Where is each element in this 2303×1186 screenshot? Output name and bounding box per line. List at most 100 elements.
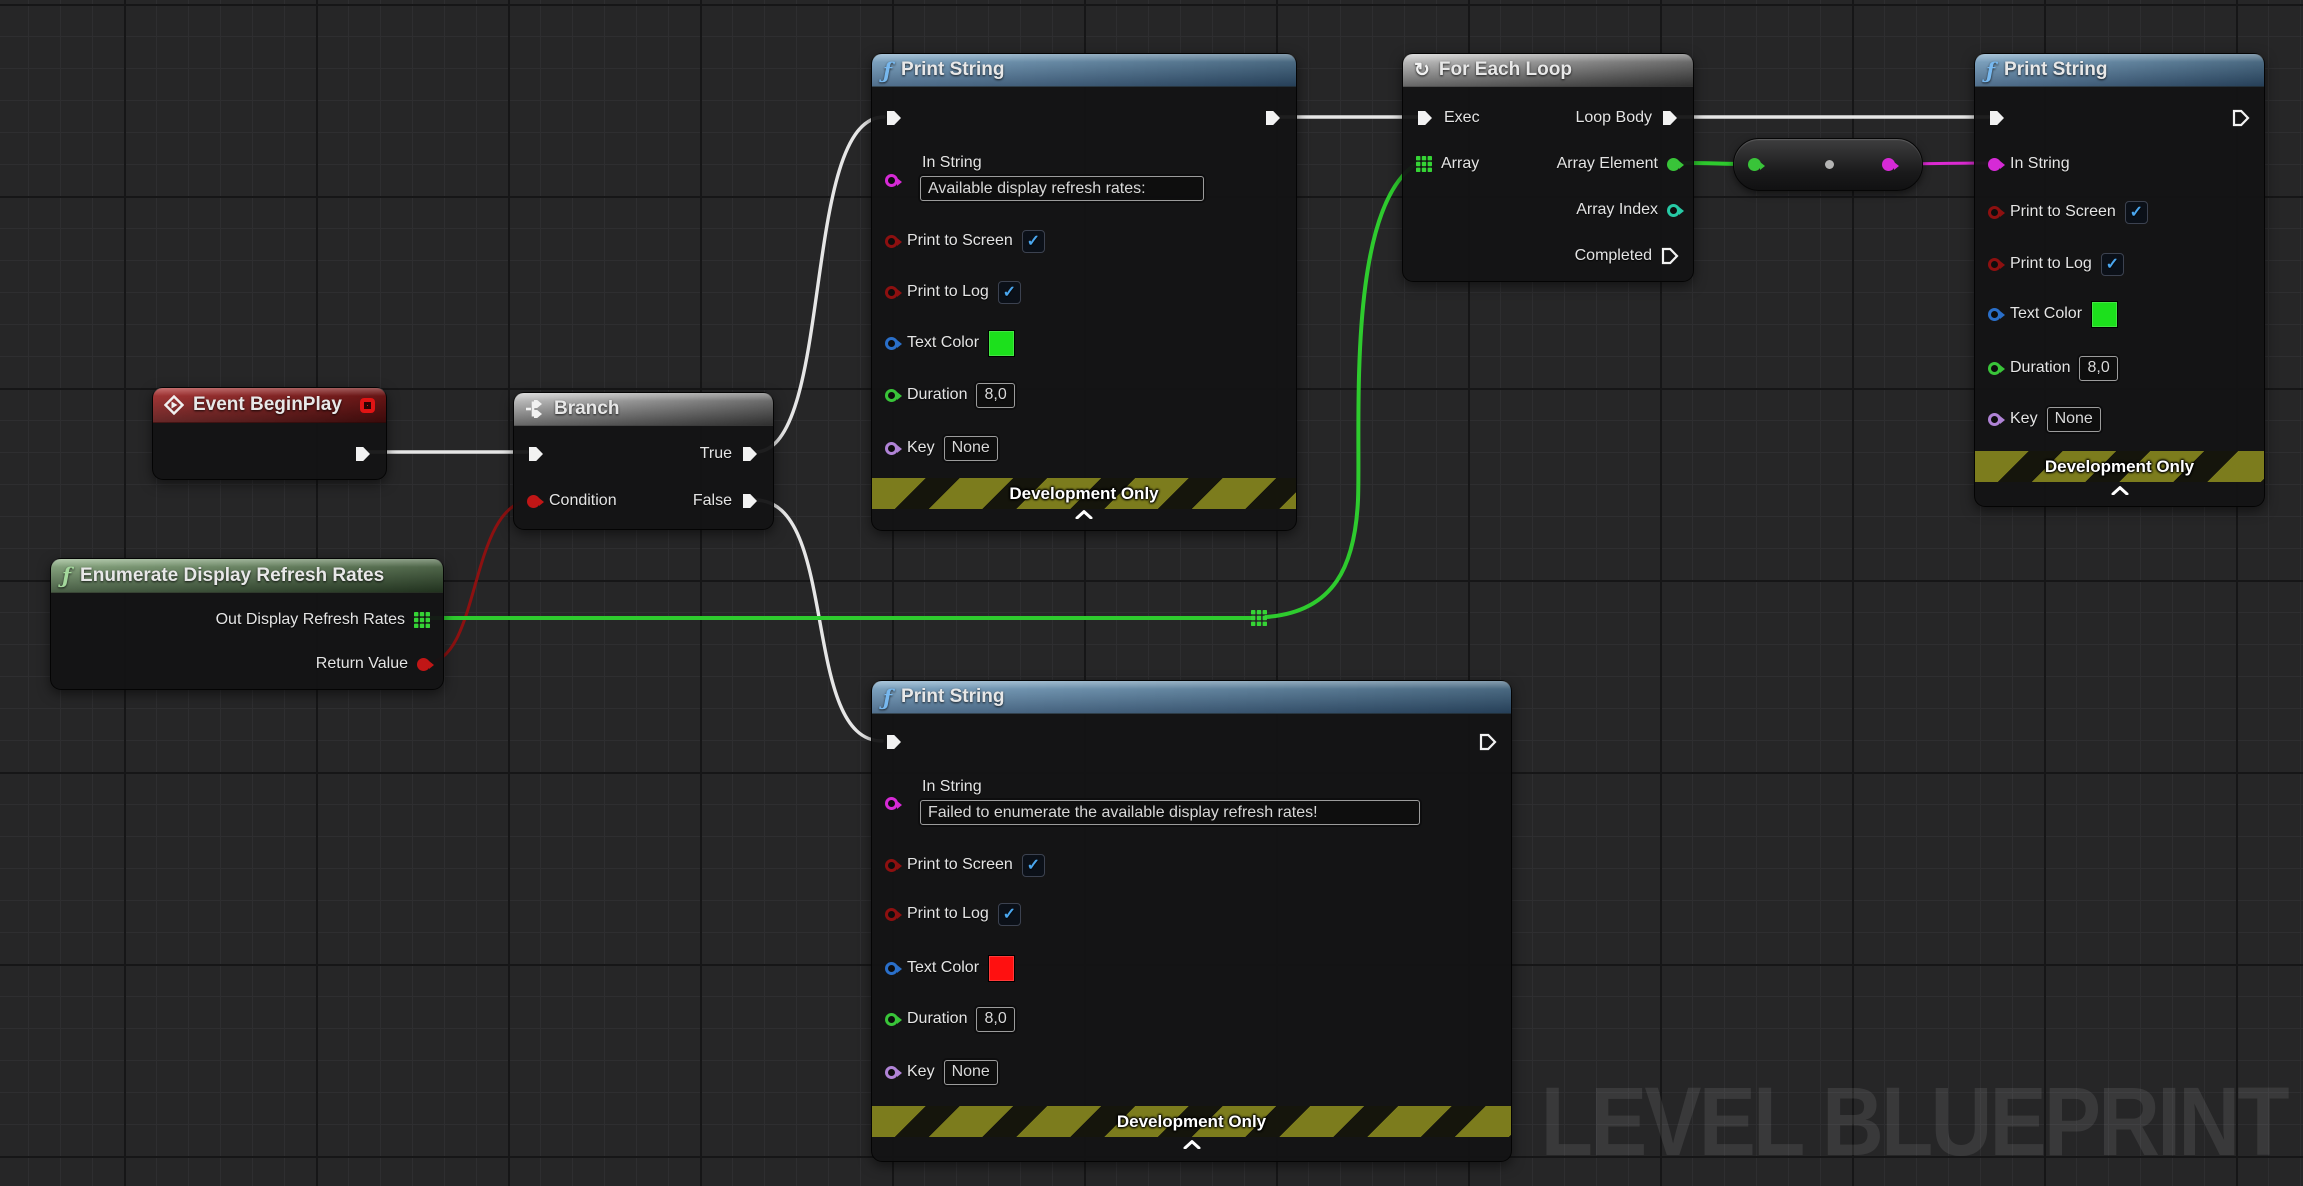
conversion-out-pin[interactable] <box>1882 158 1899 171</box>
print-to-log-label: Print to Log <box>907 905 989 922</box>
node-to-string-conversion[interactable] <box>1733 138 1923 191</box>
array-out-pin[interactable] <box>414 612 430 628</box>
exec-in-pin[interactable] <box>1988 108 2007 128</box>
print-to-screen-label: Print to Screen <box>907 856 1013 873</box>
print-to-log-checkbox[interactable]: ✓ <box>997 902 1021 926</box>
key-field[interactable]: None <box>943 1059 998 1085</box>
node-title: Enumerate Display Refresh Rates <box>80 564 385 586</box>
array-out-pin-label: Out Display Refresh Rates <box>215 611 405 628</box>
node-print-string-bottom[interactable]: ƒ Print String In String Failed to enume… <box>871 680 1512 1162</box>
node-header[interactable]: ↻ For Each Loop <box>1403 54 1693 87</box>
collapse-chevron-icon[interactable] <box>2111 486 2129 495</box>
node-enumerate-display-refresh-rates[interactable]: ƒ Enumerate Display Refresh Rates Out Di… <box>50 558 444 690</box>
text-color-swatch[interactable] <box>2091 300 2119 328</box>
duration-field[interactable]: 8,0 <box>2079 355 2118 381</box>
print-to-screen-checkbox[interactable]: ✓ <box>2124 200 2148 224</box>
print-to-log-checkbox[interactable]: ✓ <box>2100 252 2124 276</box>
loop-body-pin[interactable] <box>1661 108 1680 128</box>
return-value-pin-label: Return Value <box>315 655 408 672</box>
collapse-chevron-icon[interactable] <box>1075 510 1093 519</box>
print-to-screen-pin[interactable] <box>885 234 902 248</box>
wire-returnvalue-to-condition[interactable] <box>424 498 535 665</box>
node-header[interactable]: ƒ Print String <box>872 681 1511 714</box>
false-exec-pin[interactable] <box>741 491 760 511</box>
array-in-pin[interactable] <box>1416 156 1432 172</box>
duration-pin[interactable] <box>885 388 902 402</box>
duration-pin[interactable] <box>885 1012 902 1026</box>
key-field[interactable]: None <box>943 435 998 461</box>
return-value-pin[interactable] <box>417 657 434 671</box>
reroute-node[interactable] <box>1251 610 1267 626</box>
key-pin[interactable] <box>885 441 902 455</box>
exec-out-pin[interactable] <box>354 444 373 464</box>
exec-in-pin[interactable] <box>885 108 904 128</box>
collapse-chevron-icon[interactable] <box>1183 1140 1201 1149</box>
loop-body-label: Loop Body <box>1575 109 1652 126</box>
exec-out-pin[interactable] <box>2232 108 2251 128</box>
in-string-pin[interactable] <box>885 797 902 810</box>
key-pin[interactable] <box>885 1065 902 1079</box>
condition-pin[interactable] <box>527 494 544 508</box>
conversion-in-pin[interactable] <box>1748 158 1765 171</box>
node-header[interactable]: ƒ Enumerate Display Refresh Rates <box>51 559 443 593</box>
node-header[interactable]: ƒ Print String <box>872 54 1296 87</box>
text-color-swatch[interactable] <box>988 329 1016 357</box>
wire-false-to-printstring[interactable] <box>753 498 884 743</box>
key-pin[interactable] <box>1988 412 2005 426</box>
node-title: Print String <box>901 59 1005 80</box>
print-to-screen-checkbox[interactable]: ✓ <box>1021 853 1045 877</box>
text-color-pin[interactable] <box>885 961 902 975</box>
text-color-swatch[interactable] <box>988 954 1016 982</box>
level-blueprint-watermark: LEVEL BLUEPRINT <box>1540 1067 2290 1176</box>
print-to-log-checkbox[interactable]: ✓ <box>997 280 1021 304</box>
array-element-pin[interactable] <box>1667 157 1684 171</box>
node-header[interactable]: ƒ Print String <box>1975 54 2264 87</box>
conversion-dot-icon <box>1825 160 1834 169</box>
wire-true-to-printstring[interactable] <box>753 115 886 454</box>
duration-pin[interactable] <box>1988 361 2005 375</box>
node-print-string-top[interactable]: ƒ Print String In String Available displ… <box>871 53 1297 531</box>
condition-pin-label: Condition <box>549 492 617 509</box>
node-for-each-loop[interactable]: ↻ For Each Loop Exec Loop Body Array Arr… <box>1402 53 1694 282</box>
print-to-log-pin[interactable] <box>885 285 902 299</box>
key-field[interactable]: None <box>2046 406 2101 432</box>
in-string-pin[interactable] <box>885 174 902 187</box>
node-branch[interactable]: Branch True Condition False <box>513 392 774 530</box>
print-to-screen-pin[interactable] <box>1988 205 2005 219</box>
exec-in-pin[interactable] <box>885 732 904 752</box>
duration-field[interactable]: 8,0 <box>976 1006 1015 1032</box>
print-to-log-pin[interactable] <box>885 907 902 921</box>
in-string-pin[interactable] <box>1988 157 2005 171</box>
print-to-log-label: Print to Log <box>2010 255 2092 272</box>
in-string-field[interactable]: Failed to enumerate the available displa… <box>920 800 1420 825</box>
function-icon: ƒ <box>883 57 893 83</box>
print-to-screen-pin[interactable] <box>885 858 902 872</box>
branch-icon <box>526 400 542 418</box>
exec-in-pin[interactable] <box>1416 108 1435 128</box>
node-header[interactable]: Event BeginPlay <box>153 388 386 423</box>
duration-label: Duration <box>907 386 968 403</box>
exec-in-pin[interactable] <box>527 444 546 464</box>
node-title: Print String <box>2004 59 2108 80</box>
array-index-pin[interactable] <box>1667 203 1684 217</box>
text-color-pin[interactable] <box>885 336 902 350</box>
function-icon: ƒ <box>62 563 72 588</box>
wire-reroute-to-array-in[interactable] <box>1264 161 1420 619</box>
duration-field[interactable]: 8,0 <box>976 382 1015 408</box>
node-header[interactable]: Branch <box>514 393 773 426</box>
exec-out-pin[interactable] <box>1264 108 1283 128</box>
print-to-screen-label: Print to Screen <box>2010 203 2116 220</box>
print-to-log-pin[interactable] <box>1988 257 2005 271</box>
exec-out-pin[interactable] <box>1479 732 1498 752</box>
event-badge-icon <box>360 397 375 413</box>
text-color-pin[interactable] <box>1988 307 2005 321</box>
in-string-field[interactable]: Available display refresh rates: <box>920 176 1204 201</box>
true-exec-pin[interactable] <box>741 444 760 464</box>
print-to-screen-checkbox[interactable]: ✓ <box>1021 229 1045 253</box>
completed-pin[interactable] <box>1661 246 1680 266</box>
function-icon: ƒ <box>883 684 893 710</box>
node-event-beginplay[interactable]: Event BeginPlay <box>152 387 387 480</box>
node-print-string-right[interactable]: ƒ Print String In String Print to Screen… <box>1974 53 2265 507</box>
